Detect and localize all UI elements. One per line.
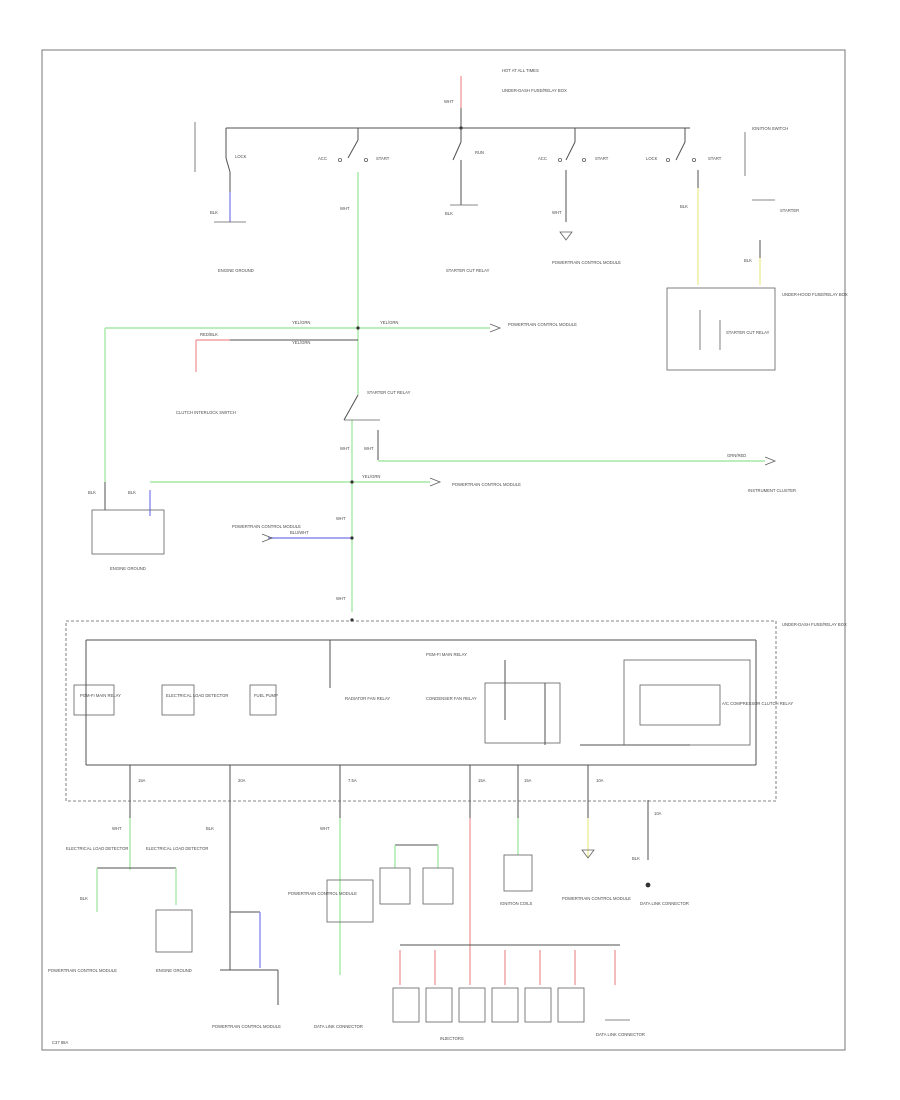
bottom-circuits: 15A WHT ELECTRICAL LOAD DETECTOR ELECTRI…: [48, 765, 689, 1041]
starter-label: STARTER: [780, 208, 799, 213]
clutch-label: CLUTCH INTERLOCK SWITCH: [176, 410, 236, 415]
fuse-2-label: 20A: [238, 778, 246, 783]
wire-blk-left-3: BLK: [128, 490, 136, 495]
relay-label-1: PGM-FI MAIN RELAY: [80, 693, 121, 698]
load-11-label: DATA LINK CONNECTOR: [640, 901, 689, 906]
instrument-cluster-label: INSTRUMENT CLUSTER: [748, 488, 796, 493]
left-branch: BLK ENGINE GROUND: [210, 172, 254, 273]
acc-label-2: ACC: [538, 156, 547, 161]
load-4-label: ENGINE GROUND: [156, 968, 192, 973]
green-trunk: WHT YEL/GRN YEL/GRN POWERTRAIN CONTROL M…: [88, 172, 796, 612]
fuse-3-label: 7.5A: [348, 778, 357, 783]
dash-fuse-box: UNDER-DASH FUSE/RELAY BOX PGM-FI MAIN RE…: [65, 618, 847, 802]
wire-yelgrn-3: YEL/GRN: [292, 340, 310, 345]
wire-wht-5: WHT: [336, 596, 346, 601]
wire-blk-starter: BLK: [744, 258, 752, 263]
wire-grnred: GRN/RED: [727, 453, 746, 458]
load-7-label: DATA LINK CONNECTOR: [314, 1024, 363, 1029]
relay-label-5: PGM-FI MAIN RELAY: [426, 652, 467, 657]
load-10-label: POWERTRAIN CONTROL MODULE: [562, 896, 631, 901]
wire-wht-f1: WHT: [112, 826, 122, 831]
fuse-4-label: 15A: [478, 778, 486, 783]
wire-blk-yel: BLK: [680, 204, 688, 209]
wire-wht-acc: WHT: [552, 210, 562, 215]
wire-blk-run: BLK: [445, 211, 453, 216]
fuse-5-label: 15A: [524, 778, 532, 783]
wire-blk-f7: BLK: [632, 856, 640, 861]
relay-label-3: FUEL PUMP: [254, 693, 278, 698]
lock-label-2: LOCK: [646, 156, 658, 161]
load-3-label: POWERTRAIN CONTROL MODULE: [48, 968, 117, 973]
wire-wht-trunk: WHT: [340, 206, 350, 211]
wire-blk-f1: BLK: [80, 896, 88, 901]
starter-cut-label: STARTER CUT RELAY: [367, 390, 411, 395]
relay-label-6: CONDENSER FAN RELAY: [426, 696, 477, 701]
pcm-label-2: POWERTRAIN CONTROL MODULE: [452, 482, 521, 487]
wire-wht-f3: WHT: [320, 826, 330, 831]
wire-bluwht: BLU/WHT: [290, 530, 309, 535]
right-branch: BLK STARTER BLK UNDER-HOOD FUSE/RELAY BO…: [666, 170, 848, 371]
top-fuse-box-label: UNDER-DASH FUSE/RELAY BOX: [502, 88, 567, 93]
acc-label: ACC: [318, 156, 327, 161]
start-label-2: START: [595, 156, 609, 161]
relay-label-2: ELECTRICAL LOAD DETECTOR: [166, 693, 228, 698]
wire-wht-4: WHT: [336, 516, 346, 521]
pcm-label-1: POWERTRAIN CONTROL MODULE: [508, 322, 577, 327]
ignition-switch-label: IGNITION SWITCH: [752, 126, 788, 131]
load-2-label: ELECTRICAL LOAD DETECTOR: [146, 846, 208, 851]
load-5-label: POWERTRAIN CONTROL MODULE: [212, 1024, 281, 1029]
top-feed: HOT AT ALL TIMES UNDER-DASH FUSE/RELAY B…: [194, 68, 788, 176]
acc-pcm-label: POWERTRAIN CONTROL MODULE: [552, 260, 621, 265]
relay-label-4: RADIATOR FAN RELAY: [345, 696, 390, 701]
pcm-label-3: POWERTRAIN CONTROL MODULE: [232, 524, 301, 529]
wire-yelgrn-4: YEL/GRN: [362, 474, 380, 479]
wire-blk-f2: BLK: [206, 826, 214, 831]
starter-relay-label: STARTER CUT RELAY: [726, 330, 770, 335]
wire-yelgrn-2: YEL/GRN: [380, 320, 398, 325]
wire-wht-top: WHT: [444, 99, 454, 104]
wire-yelgrn-1: YEL/GRN: [292, 320, 310, 325]
load-6-label: POWERTRAIN CONTROL MODULE: [288, 891, 357, 896]
dash-fuse-box-label: UNDER-DASH FUSE/RELAY BOX: [782, 622, 847, 627]
load-8-label: IGNITION COILS: [500, 901, 533, 906]
wire-wht-2: WHT: [340, 446, 350, 451]
left-component-label: ENGINE GROUND: [218, 268, 254, 273]
load-1-label: ELECTRICAL LOAD DETECTOR: [66, 846, 128, 851]
relay-label-7: A/C COMPRESSOR CLUTCH RELAY: [722, 701, 793, 706]
wire-blk-left: BLK: [210, 210, 218, 215]
wire-wht-3: WHT: [364, 446, 374, 451]
fuse-6-label: 10A: [596, 778, 604, 783]
top-fuse-label: HOT AT ALL TIMES: [502, 68, 539, 73]
injectors-label: INJECTORS: [440, 1036, 464, 1041]
wire-blk-left-2: BLK: [88, 490, 96, 495]
start-label-3: START: [708, 156, 722, 161]
acc-branch: WHT POWERTRAIN CONTROL MODULE: [552, 170, 621, 265]
engine-ground-label: ENGINE GROUND: [110, 566, 146, 571]
load-9-label: DATA LINK CONNECTOR: [596, 1032, 645, 1037]
wire-redblk: RED/BLK: [200, 332, 218, 337]
run-branch: BLK STARTER CUT RELAY: [445, 160, 490, 273]
under-hood-label: UNDER-HOOD FUSE/RELAY BOX: [782, 292, 848, 297]
run-component-label: STARTER CUT RELAY: [446, 268, 490, 273]
start-label-1: START: [376, 156, 390, 161]
fuse-1-label: 15A: [138, 778, 146, 783]
fuse-7-label: 10A: [654, 811, 662, 816]
corner-code: C37 88A: [52, 1040, 69, 1045]
run-label: RUN: [475, 150, 484, 155]
lock-label: LOCK: [235, 154, 247, 159]
diagram-frame: [41, 49, 846, 1051]
